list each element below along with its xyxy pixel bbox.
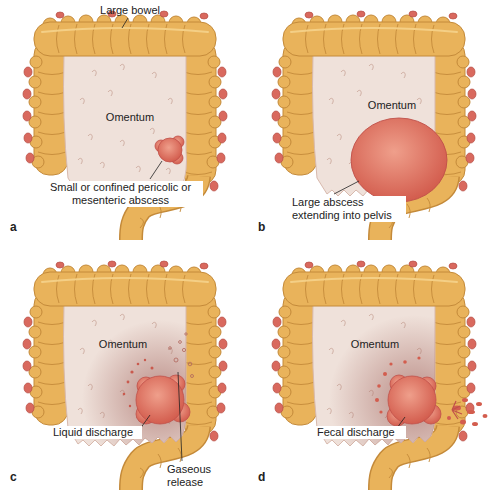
callout-label: Liquid discharge: [52, 426, 142, 439]
callout-label: Gaseous release: [166, 463, 251, 489]
panel-letter: b: [258, 220, 278, 234]
part-label: Large bowel: [80, 4, 180, 17]
panel-letter: a: [10, 220, 30, 234]
panel-a: [23, 11, 227, 240]
callout-label: Large abscess extending into pelvis: [291, 196, 406, 222]
part-label: Omentum: [88, 338, 158, 351]
part-label: Omentum: [95, 111, 165, 124]
part-label: Omentum: [340, 338, 410, 351]
callout-label: Small or confined pericolic or mesenteri…: [38, 181, 203, 207]
callout-label: Fecal discharge: [316, 426, 406, 439]
panel-letter: c: [10, 470, 30, 484]
panel-b: [272, 11, 476, 240]
panel-letter: d: [258, 470, 278, 484]
panel-c: [23, 261, 238, 490]
panel-d: [272, 261, 498, 490]
part-label: Omentum: [357, 99, 427, 112]
